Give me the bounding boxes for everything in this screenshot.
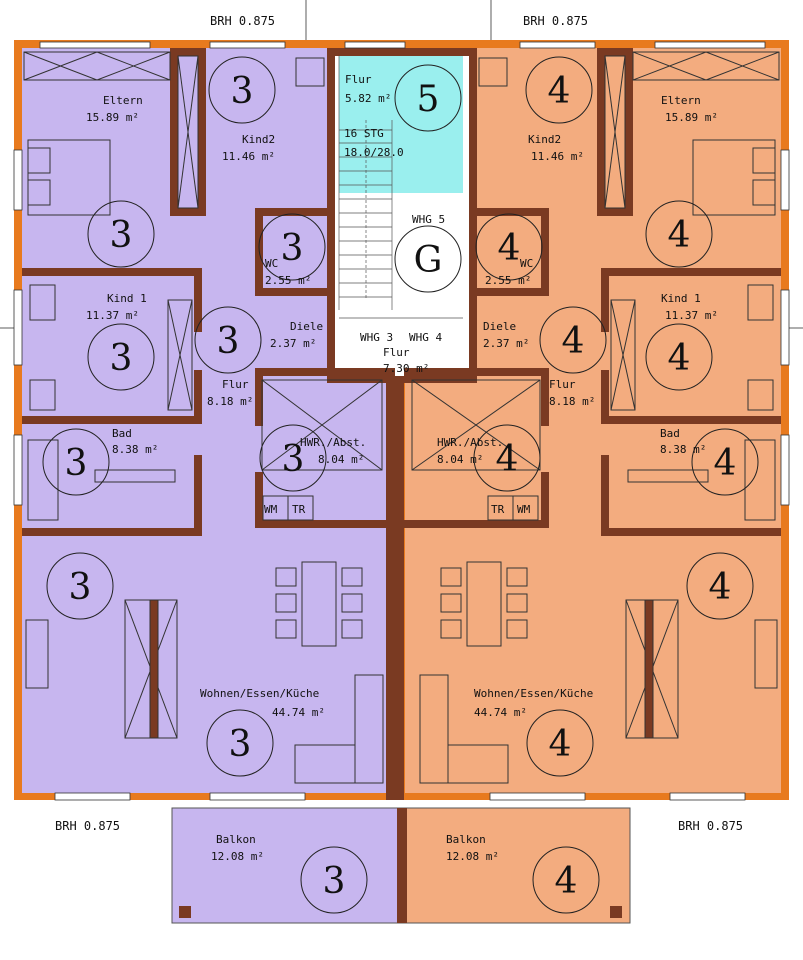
unit-4-wc-label: WC <box>520 257 533 270</box>
unit-3-balkon-label: Balkon <box>216 833 256 846</box>
unit-numbers: 3 3 3 3 3 3 3 3 3 3 4 4 4 4 4 4 4 4 4 4 … <box>65 71 737 902</box>
unit-3-wm: WM <box>264 503 278 516</box>
unit-3-flur-area: 8.18 m² <box>207 395 253 408</box>
unit-3-kind2-label: Kind2 <box>242 133 275 146</box>
unit-3-diele-label: Diele <box>290 320 323 333</box>
unit-4-flur-area: 8.18 m² <box>549 395 595 408</box>
unit-3-number: 3 <box>65 443 88 484</box>
unit-4-number: 4 <box>562 321 585 362</box>
unit-3-diele-area: 2.37 m² <box>270 337 316 350</box>
unit-3-tr: TR <box>292 503 306 516</box>
brh-bottom-right: BRH 0.875 <box>678 819 743 833</box>
unit-3-labels: Eltern 15.89 m² Kind2 11.46 m² WC 2.55 m… <box>86 94 366 863</box>
unit-4-bad-label: Bad <box>660 427 680 440</box>
unit-3-number: 3 <box>229 724 252 765</box>
unit-4-wc-area: 2.55 m² <box>485 274 531 287</box>
unit-4-eltern-area: 15.89 m² <box>665 111 718 124</box>
unit-3-wohnen-label: Wohnen/Essen/Küche <box>200 687 319 700</box>
stair-ratio: 18.0/28.0 <box>344 146 404 159</box>
unit-4-number: 4 <box>668 215 691 256</box>
unit-3-number: 3 <box>69 567 92 608</box>
unit-3-kind2-area: 11.46 m² <box>222 150 275 163</box>
stair-whg3: WHG 3 <box>360 331 393 344</box>
unit-4-hwr-label: HWR./Abst. <box>437 436 503 449</box>
unit-4-hwr-area: 8.04 m² <box>437 453 483 466</box>
windows <box>13 41 790 801</box>
stair-unit-label: WHG 5 <box>412 213 445 226</box>
unit-3-number: 3 <box>110 215 133 256</box>
unit-4-number: 4 <box>548 71 571 112</box>
unit-5-number: 5 <box>417 79 440 120</box>
unit-4-number: 4 <box>668 338 691 379</box>
unit-4-wohnen-area: 44.74 m² <box>474 706 527 719</box>
unit-4-number: 4 <box>555 861 578 902</box>
unit-4-number: 4 <box>496 439 519 480</box>
brh-labels: BRH 0.875 BRH 0.875 BRH 0.875 BRH 0.875 <box>0 0 803 833</box>
unit-3-number: 3 <box>282 439 305 480</box>
brh-top-right: BRH 0.875 <box>523 14 588 28</box>
unit-4-furniture <box>411 51 780 784</box>
stair-flur-area: 7.30 m² <box>383 362 429 375</box>
unit-3-kind1-label: Kind 1 <box>107 292 147 305</box>
unit-3-flur-label: Flur <box>222 378 249 391</box>
stair-flur-label: Flur <box>383 346 410 359</box>
brh-top-left: BRH 0.875 <box>210 14 275 28</box>
unit-5-flur-area: 5.82 m² <box>345 92 391 105</box>
unit-4-wohnen-label: Wohnen/Essen/Küche <box>474 687 593 700</box>
unit-4-kind2-area: 11.46 m² <box>531 150 584 163</box>
unit-3-bad-label: Bad <box>112 427 132 440</box>
unit-4-kind1-area: 11.37 m² <box>665 309 718 322</box>
stair-whg4: WHG 4 <box>409 331 442 344</box>
unit-4-diele-area: 2.37 m² <box>483 337 529 350</box>
unit-3-wohnen-area: 44.74 m² <box>272 706 325 719</box>
stair-treads <box>338 56 463 319</box>
unit-3-furniture <box>23 51 384 784</box>
unit-number-circles <box>42 56 759 914</box>
brh-bottom-left: BRH 0.875 <box>55 819 120 833</box>
unit-3-wc-label: WC <box>265 257 278 270</box>
unit-4-number: 4 <box>498 228 521 269</box>
unit-4-wm: WM <box>517 503 531 516</box>
unit-3-kind1-area: 11.37 m² <box>86 309 139 322</box>
unit-3-number: 3 <box>281 228 304 269</box>
unit-3-balkon-area: 12.08 m² <box>211 850 264 863</box>
stair-steps: 16 STG <box>344 127 384 140</box>
stair-labels: Flur 5.82 m² 16 STG 18.0/28.0 WHG 5 WHG … <box>344 73 445 375</box>
unit-4-balkon-label: Balkon <box>446 833 486 846</box>
unit-4-number: 4 <box>709 567 732 608</box>
unit-4-bad-area: 8.38 m² <box>660 443 706 456</box>
unit-4-number: 4 <box>549 724 572 765</box>
unit-3-eltern-area: 15.89 m² <box>86 111 139 124</box>
unit-3-wc-area: 2.55 m² <box>265 274 311 287</box>
unit-4-flur-label: Flur <box>549 378 576 391</box>
unit-4-eltern-label: Eltern <box>661 94 701 107</box>
unit-4-number: 4 <box>714 443 737 484</box>
unit-4-tr: TR <box>491 503 505 516</box>
unit-3-number: 3 <box>231 71 254 112</box>
unit-3-hwr-label: HWR./Abst. <box>300 436 366 449</box>
unit-4-balkon-area: 12.08 m² <box>446 850 499 863</box>
unit-5-flur-label: Flur <box>345 73 372 86</box>
unit-3-eltern-label: Eltern <box>103 94 143 107</box>
unit-3-number: 3 <box>217 321 240 362</box>
unit-4-kind2-label: Kind2 <box>528 133 561 146</box>
staircase-symbol: G <box>414 240 443 281</box>
unit-4-diele-label: Diele <box>483 320 516 333</box>
unit-3-hwr-area: 8.04 m² <box>318 453 364 466</box>
unit-4-kind1-label: Kind 1 <box>661 292 701 305</box>
unit-3-bad-area: 8.38 m² <box>112 443 158 456</box>
unit-3-number: 3 <box>323 861 346 902</box>
unit-3-number: 3 <box>110 338 133 379</box>
unit-4-labels: Eltern 15.89 m² Kind2 11.46 m² WC 2.55 m… <box>437 94 718 863</box>
